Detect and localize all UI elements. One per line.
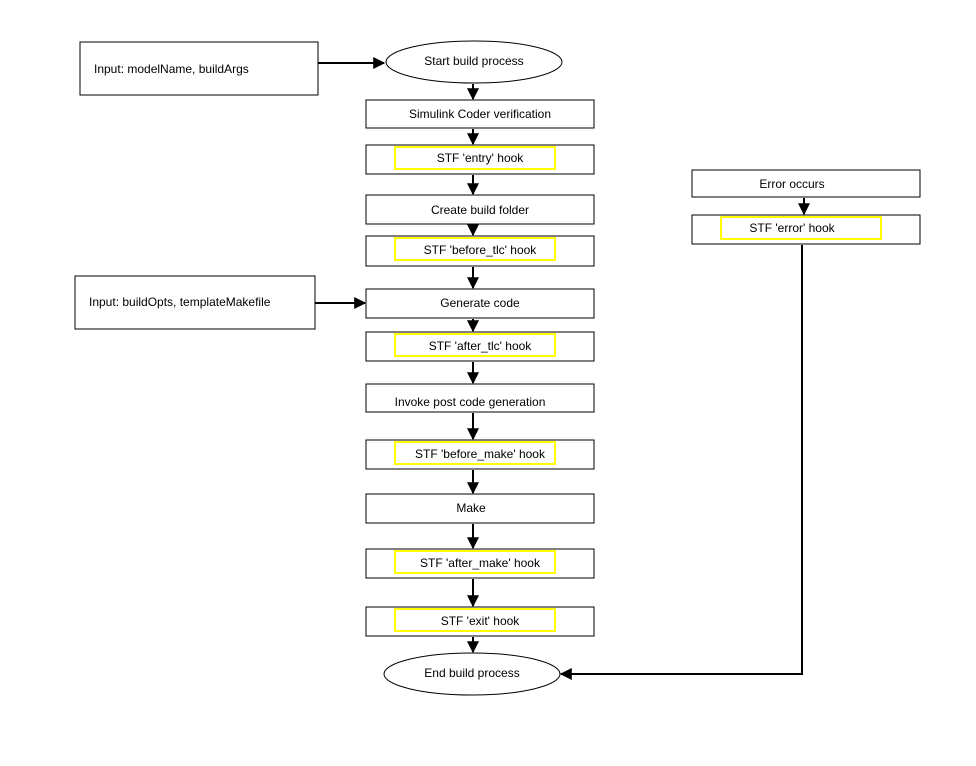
step-verification-box bbox=[365, 99, 595, 129]
step-entry-hook-highlight bbox=[394, 146, 556, 170]
step-before-tlc-label: STF 'before_tlc' hook bbox=[423, 243, 537, 257]
input-build-box bbox=[74, 275, 316, 330]
start-label: Start build process bbox=[424, 54, 524, 68]
error-hook-highlight bbox=[720, 216, 882, 240]
step-before-make-highlight bbox=[394, 441, 556, 465]
connectors bbox=[315, 57, 810, 680]
arrow-error-hook-to-end bbox=[559, 245, 803, 680]
input-model-box bbox=[79, 41, 319, 96]
step-exit-hook-label: STF 'exit' hook bbox=[440, 614, 520, 628]
step-post-codegen-label: Invoke post code generation bbox=[394, 394, 546, 409]
end-label: End build process bbox=[424, 666, 520, 680]
step-generate-code-label: Generate code bbox=[440, 295, 520, 310]
step-entry-hook-label: STF 'entry' hook bbox=[436, 151, 524, 165]
step-post-codegen-box bbox=[365, 383, 595, 413]
start-ellipse bbox=[385, 40, 563, 84]
step-create-folder-box bbox=[365, 194, 595, 225]
step-before-make-label: STF 'before_make' hook bbox=[415, 447, 545, 461]
step-before-tlc-highlight bbox=[394, 237, 556, 261]
input-build-label: Input: buildOpts, templateMakefile bbox=[89, 295, 271, 309]
error-occurs-box bbox=[691, 169, 921, 198]
step-after-tlc-highlight bbox=[394, 333, 556, 357]
step-after-make-highlight bbox=[394, 550, 556, 574]
input-model-label: Input: modelName, buildArgs bbox=[94, 61, 249, 76]
step-after-make-label: STF 'after_make' hook bbox=[420, 556, 540, 570]
step-create-folder-label: Create build folder bbox=[430, 202, 530, 217]
step-verification-label: Simulink Coder verification bbox=[408, 107, 552, 121]
step-after-tlc-label: STF 'after_tlc' hook bbox=[428, 339, 532, 353]
error-occurs-label: Error occurs bbox=[759, 176, 825, 191]
step-make-box bbox=[365, 493, 595, 524]
step-exit-hook-highlight bbox=[394, 608, 556, 632]
step-make-label: Make bbox=[456, 500, 486, 515]
error-hook-label: STF 'error' hook bbox=[749, 221, 835, 235]
